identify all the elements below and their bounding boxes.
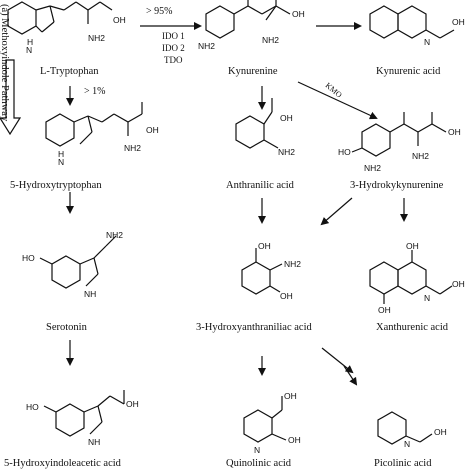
xa-oh-bottom-label: OH	[378, 305, 391, 315]
annotation-pathway-label: (a) Methoxyindole Pathway	[0, 4, 10, 122]
reaction-arrows	[66, 22, 408, 386]
label-kynurenine: Kynurenine	[228, 66, 278, 77]
arrow-3hk-to-3haa	[320, 197, 353, 226]
pathway-hollow-arrow	[0, 59, 22, 136]
arrow-3haa-to-pa-b	[343, 365, 358, 386]
5htp-n-label: N	[58, 157, 65, 167]
kynurenine-structure	[205, 0, 291, 39]
xanthurenic-acid-structure	[369, 250, 453, 304]
picolinic-acid-structure	[377, 411, 433, 445]
kyna-n-label: N	[424, 37, 431, 47]
hiaa-nh-label: NH	[88, 437, 101, 447]
qa-n-label: N	[254, 445, 261, 455]
label-tryptophan: L-Tryptophan	[40, 66, 99, 77]
serotonin-nh-label: NH	[84, 289, 97, 299]
anthranilic-acid-structure	[235, 98, 279, 149]
annotation-percent-major: > 95%	[146, 6, 173, 17]
3hk-nh2-right-label: NH2	[412, 151, 430, 161]
5htp-h-label: H	[58, 149, 65, 159]
label-anthranilic-acid: Anthranilic acid	[226, 180, 294, 191]
serotonin-structure	[39, 235, 117, 289]
hiaa-oh-label: OH	[126, 399, 139, 409]
trp-oh-label: OH	[113, 15, 126, 25]
hiaa-structure	[43, 390, 125, 437]
annotation-ido1: IDO 1	[162, 31, 185, 41]
label-xanthurenic-acid: Xanthurenic acid	[376, 322, 449, 333]
pa-n-label: N	[404, 439, 411, 449]
3haa-nh2-label: NH2	[284, 259, 302, 269]
3haa-oh-bottom-label: OH	[280, 291, 293, 301]
5htp-oh-label: OH	[146, 125, 159, 135]
annotation-percent-minor: > 1%	[84, 86, 106, 97]
quinolinic-acid-structure	[243, 396, 287, 443]
label-serotonin: Serotonin	[46, 322, 87, 333]
kyn-nh2-left-label: NH2	[198, 41, 216, 51]
aa-nh2-label: NH2	[278, 147, 296, 157]
3haa-oh-label: OH	[258, 241, 271, 251]
arrow-3haa-to-pa	[321, 347, 354, 374]
label-hydroxytryptophan: 5-Hydroxytryptophan	[10, 180, 102, 191]
3hk-ho-label: HO	[338, 147, 351, 157]
arrow-kyn-to-3hk	[297, 81, 378, 120]
kyna-oh-label: OH	[452, 17, 465, 27]
label-quinolinic-acid: Quinolinic acid	[226, 458, 292, 469]
xa-oh-top-label: OH	[406, 241, 419, 251]
serotonin-nh2-label: NH2	[106, 230, 124, 240]
label-hydroxyanthranilic-acid: 3-Hydroxyanthraniliac acid	[196, 322, 312, 333]
kynurenic-acid-structure	[369, 5, 455, 39]
annotation-ido2: IDO 2	[162, 43, 185, 53]
xa-n-label: N	[424, 293, 431, 303]
5htp-nh2-label: NH2	[124, 143, 142, 153]
label-kynurenic-acid: Kynurenic acid	[376, 66, 441, 77]
trp-nh-label: H	[27, 37, 34, 47]
kyn-nh2-right-label: NH2	[262, 35, 280, 45]
kyn-oh-label: OH	[292, 9, 305, 19]
pa-oh-label: OH	[434, 427, 447, 437]
label-hiaa: 5-Hydroxyindoleacetic acid	[4, 458, 121, 469]
aa-oh-label: OH	[280, 113, 293, 123]
hydroxytryptophan-structure	[45, 102, 143, 147]
hydroxykynurenine-structure	[351, 112, 447, 157]
qa-oh-label: OH	[288, 435, 301, 445]
trp-n-label: N	[26, 45, 33, 55]
3hk-oh-label: OH	[448, 127, 461, 137]
label-hydroxykynurenine: 3-Hydrokykynurenine	[350, 180, 444, 191]
3hk-nh2-left-label: NH2	[364, 163, 382, 173]
trp-nh2-label: NH2	[88, 33, 106, 43]
xa-oh-label: OH	[452, 279, 465, 289]
hiaa-ho-label: HO	[26, 402, 39, 412]
annotation-tdo: TDO	[164, 55, 183, 65]
tryptophan-structure	[7, 1, 113, 35]
qa-oh-top-label: OH	[284, 391, 297, 401]
label-picolinic-acid: Picolinic acid	[374, 458, 432, 469]
serotonin-ho-label: HO	[22, 253, 35, 263]
hydroxyanthranilic-acid-structure	[241, 248, 283, 295]
